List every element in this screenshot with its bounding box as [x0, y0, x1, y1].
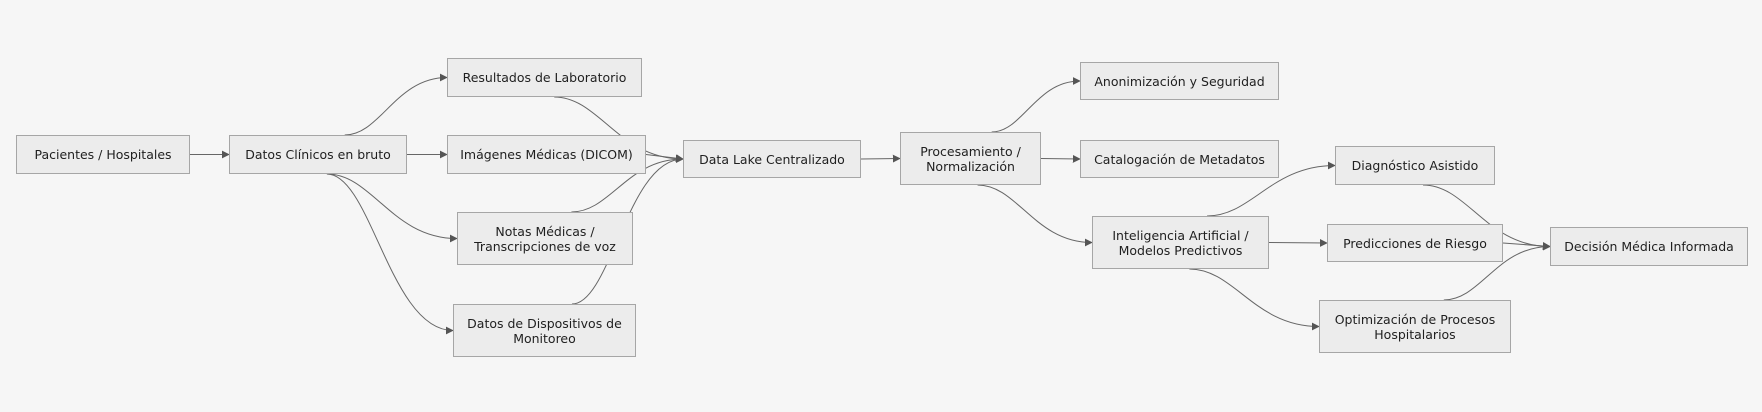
node-resultados-de-laboratorio: Resultados de Laboratorio — [447, 58, 642, 97]
edge-ia-to-optimizacion — [1189, 268, 1320, 331]
edge-imagenes-to-data_lake — [645, 154, 684, 163]
node-pacientes-hospitales: Pacientes / Hospitales — [16, 135, 190, 174]
node-predicciones-de-riesgo: Predicciones de Riesgo — [1327, 224, 1503, 262]
edge-procesamiento-to-anonimizacion — [991, 77, 1081, 133]
edge-optimizacion-to-decision — [1443, 242, 1551, 301]
edge-ia-to-diagnostico — [1207, 161, 1336, 217]
node-procesamiento-normalizacion: Procesamiento / Normalización — [900, 132, 1041, 185]
node-notas-medicas: Notas Médicas / Transcripciones de voz — [457, 212, 633, 265]
node-catalogacion-de-metadatos: Catalogación de Metadatos — [1080, 140, 1279, 178]
node-optimizacion-de-procesos: Optimización de Procesos Hospitalarios — [1319, 300, 1511, 353]
edge-data_lake-to-procesamiento — [860, 154, 901, 163]
node-data-lake-centralizado: Data Lake Centralizado — [683, 140, 861, 178]
edge-procesamiento-to-catalogacion — [1040, 154, 1081, 163]
edge-datos_clinicos-to-dispositivos — [326, 173, 454, 335]
edge-predicciones-to-decision — [1502, 241, 1551, 250]
edge-datos_clinicos-to-notas — [326, 173, 458, 243]
node-datos-clinicos-en-bruto: Datos Clínicos en bruto — [229, 135, 407, 174]
node-diagnostico-asistido: Diagnóstico Asistido — [1335, 146, 1495, 185]
edge-procesamiento-to-ia — [977, 184, 1093, 247]
node-anonimizacion-y-seguridad: Anonimización y Seguridad — [1080, 62, 1279, 100]
node-decision-medica-informada: Decisión Médica Informada — [1550, 227, 1748, 266]
edge-diagnostico-to-decision — [1422, 184, 1551, 251]
node-imagenes-medicas-dicom: Imágenes Médicas (DICOM) — [447, 135, 646, 174]
node-datos-de-dispositivos: Datos de Dispositivos de Monitoreo — [453, 304, 636, 357]
node-inteligencia-artificial: Inteligencia Artificial / Modelos Predic… — [1092, 216, 1269, 269]
edge-ia-to-predicciones — [1268, 238, 1328, 247]
edge-datos_clinicos-to-resultados_lab — [344, 73, 448, 136]
edge-notas-to-data_lake — [571, 155, 684, 213]
